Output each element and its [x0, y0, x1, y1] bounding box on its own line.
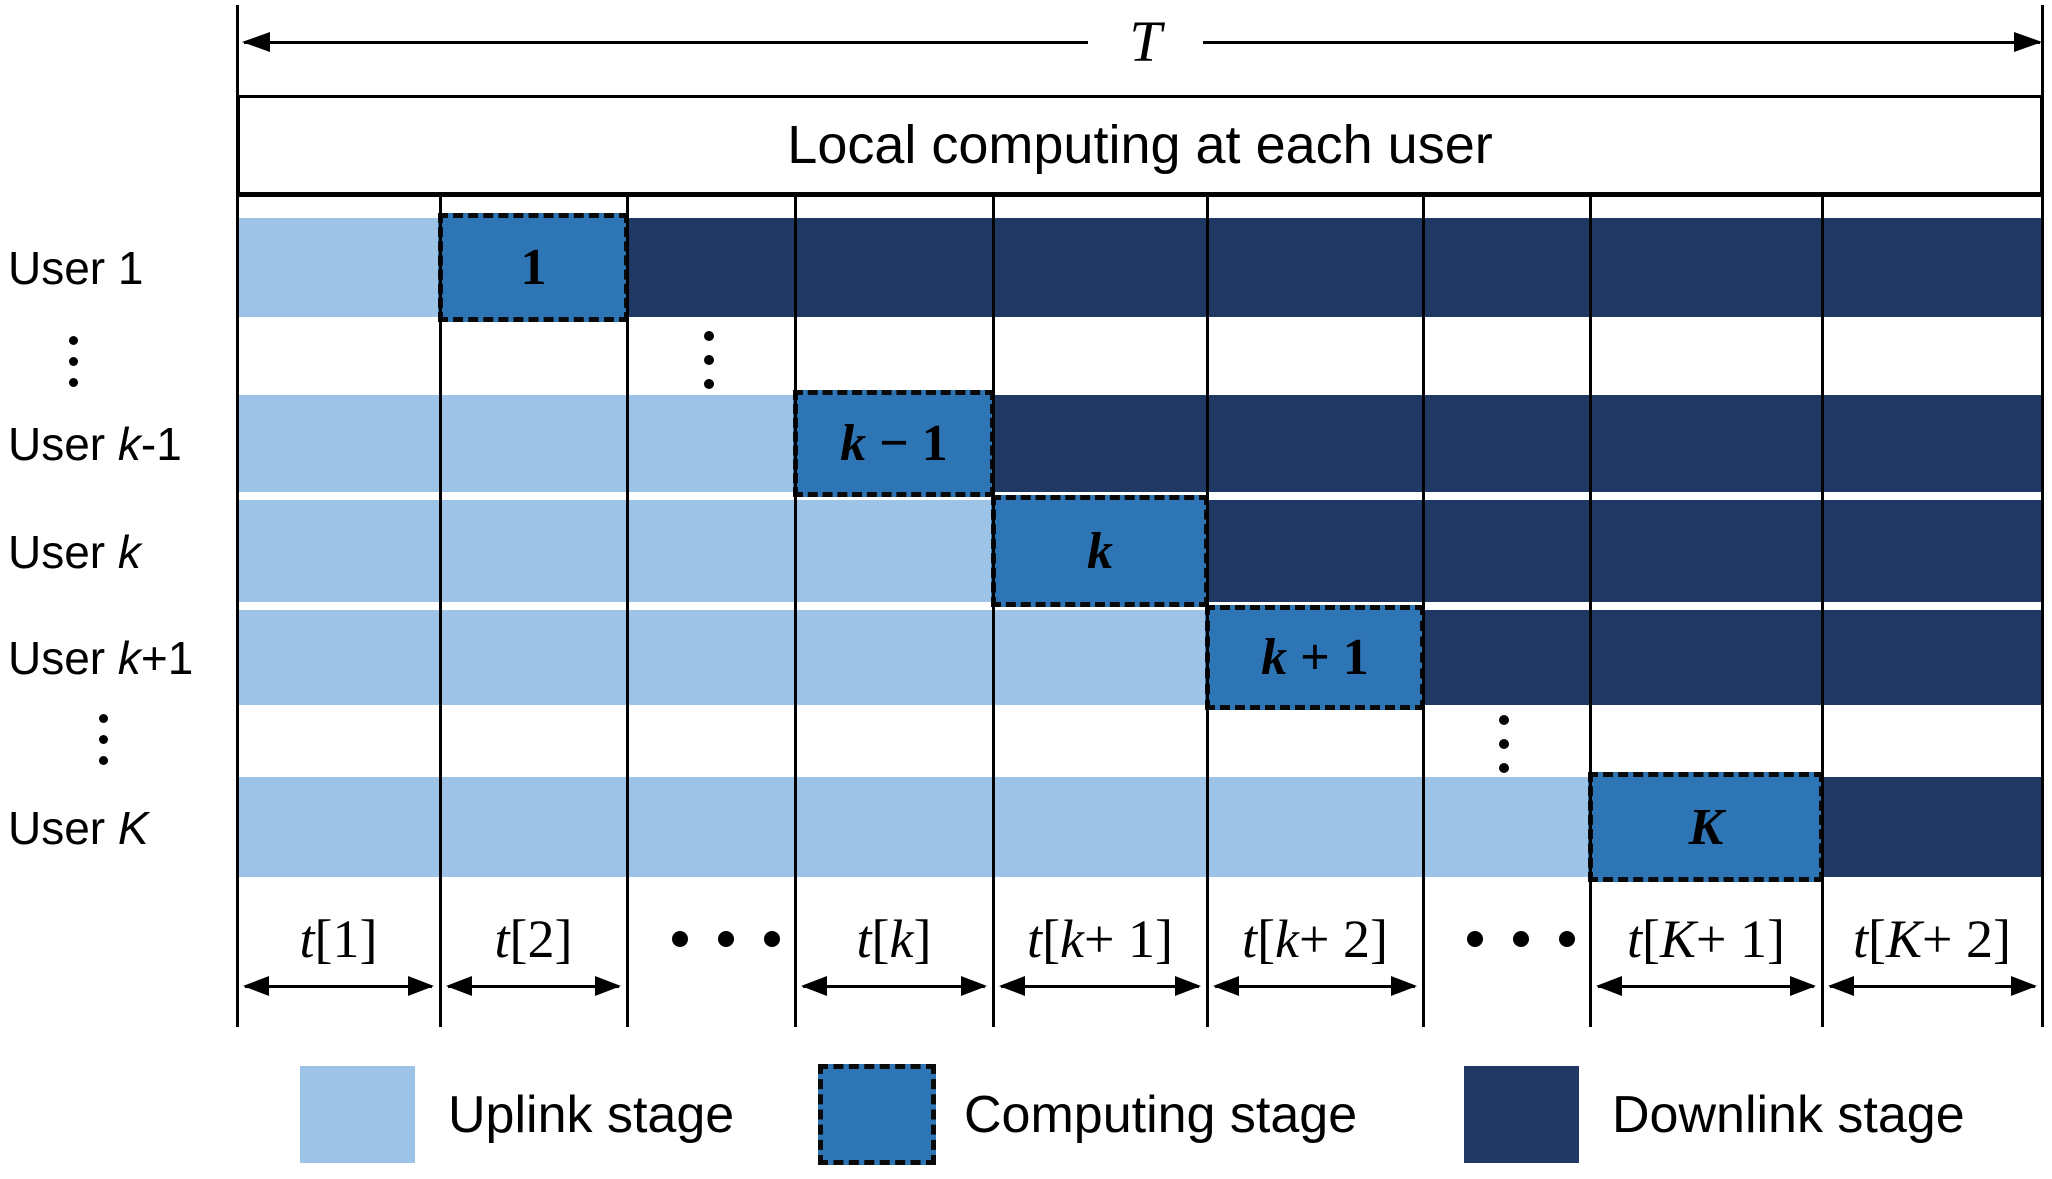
- column-divider: [1589, 197, 1592, 1027]
- column-divider: [626, 197, 629, 1027]
- slot-duration-arrow: [243, 976, 434, 996]
- computing-swatch: [818, 1064, 936, 1165]
- slot-duration-arrow: [1213, 976, 1417, 996]
- computing-block-label: k − 1: [840, 415, 948, 472]
- computing-block: k − 1: [793, 390, 995, 497]
- computing-block-label: 1: [520, 239, 547, 296]
- local-computing-title: Local computing at each user: [787, 115, 1493, 175]
- vertical-ellipsis-icon: [99, 708, 108, 771]
- uplink-segment: [237, 395, 795, 492]
- user-label-K: User K: [8, 802, 149, 854]
- slot-label-tK2: t[K + 2]: [1853, 909, 2011, 969]
- total-time-label: T: [1088, 8, 1203, 74]
- user-label-k+1: User k+1: [8, 632, 194, 684]
- chart-right-border: [2041, 5, 2044, 1027]
- slot-label-tk1: t[k + 1]: [1027, 909, 1173, 969]
- downlink-segment: [1423, 610, 2043, 705]
- local-computing-box: Local computing at each user: [237, 95, 2043, 197]
- computing-block-label: k + 1: [1261, 629, 1369, 686]
- uplink-swatch: [300, 1066, 415, 1163]
- slot-label-t1: t[1]: [299, 909, 378, 969]
- downlink-segment: [1207, 500, 2043, 602]
- slot-label-tK1: t[K + 1]: [1627, 909, 1785, 969]
- slot-duration-arrow: [999, 976, 1201, 996]
- downlink-legend-label: Downlink stage: [1612, 1085, 1965, 1144]
- slot-duration-arrow: [1596, 976, 1816, 996]
- downlink-segment: [993, 395, 2043, 492]
- vertical-ellipsis-icon: [1499, 708, 1509, 780]
- downlink-segment: [1822, 777, 2043, 877]
- computing-block: k: [991, 495, 1209, 607]
- slot-duration-arrow: [446, 976, 621, 996]
- user-label-k: User k: [8, 526, 141, 578]
- downlink-swatch: [1464, 1066, 1579, 1163]
- slot-duration-arrow: [1828, 976, 2037, 996]
- column-divider: [1206, 197, 1209, 1027]
- horizontal-ellipsis-icon: [657, 931, 795, 947]
- column-divider: [794, 197, 797, 1027]
- chart-left-border: [236, 5, 239, 1027]
- vertical-ellipsis-icon: [704, 324, 714, 396]
- slot-label-t2: t[2]: [494, 909, 573, 969]
- column-divider: [1422, 197, 1425, 1027]
- user-label-1: User 1: [8, 242, 144, 294]
- column-divider: [1821, 197, 1824, 1027]
- computing-block: 1: [438, 213, 629, 322]
- downlink-segment: [627, 218, 2043, 317]
- user-label-k-1: User k-1: [8, 418, 182, 470]
- slot-duration-arrow: [801, 976, 987, 996]
- horizontal-ellipsis-icon: [1452, 931, 1590, 947]
- uplink-legend-label: Uplink stage: [448, 1085, 735, 1144]
- uplink-segment: [237, 218, 440, 317]
- slot-label-tk: t[k]: [856, 909, 932, 969]
- computing-block-label: K: [1688, 798, 1724, 856]
- uplink-segment: [237, 500, 993, 602]
- column-divider: [439, 197, 442, 1027]
- computing-legend-label: Computing stage: [964, 1085, 1358, 1144]
- uplink-segment: [237, 777, 1590, 877]
- vertical-ellipsis-icon: [69, 330, 78, 393]
- uplink-segment: [237, 610, 1207, 705]
- column-divider: [992, 197, 995, 1027]
- computing-block-label: k: [1087, 522, 1113, 580]
- computing-block: K: [1588, 772, 1824, 882]
- computing-block: k + 1: [1205, 605, 1425, 710]
- slot-label-tk2: t[k + 2]: [1242, 909, 1388, 969]
